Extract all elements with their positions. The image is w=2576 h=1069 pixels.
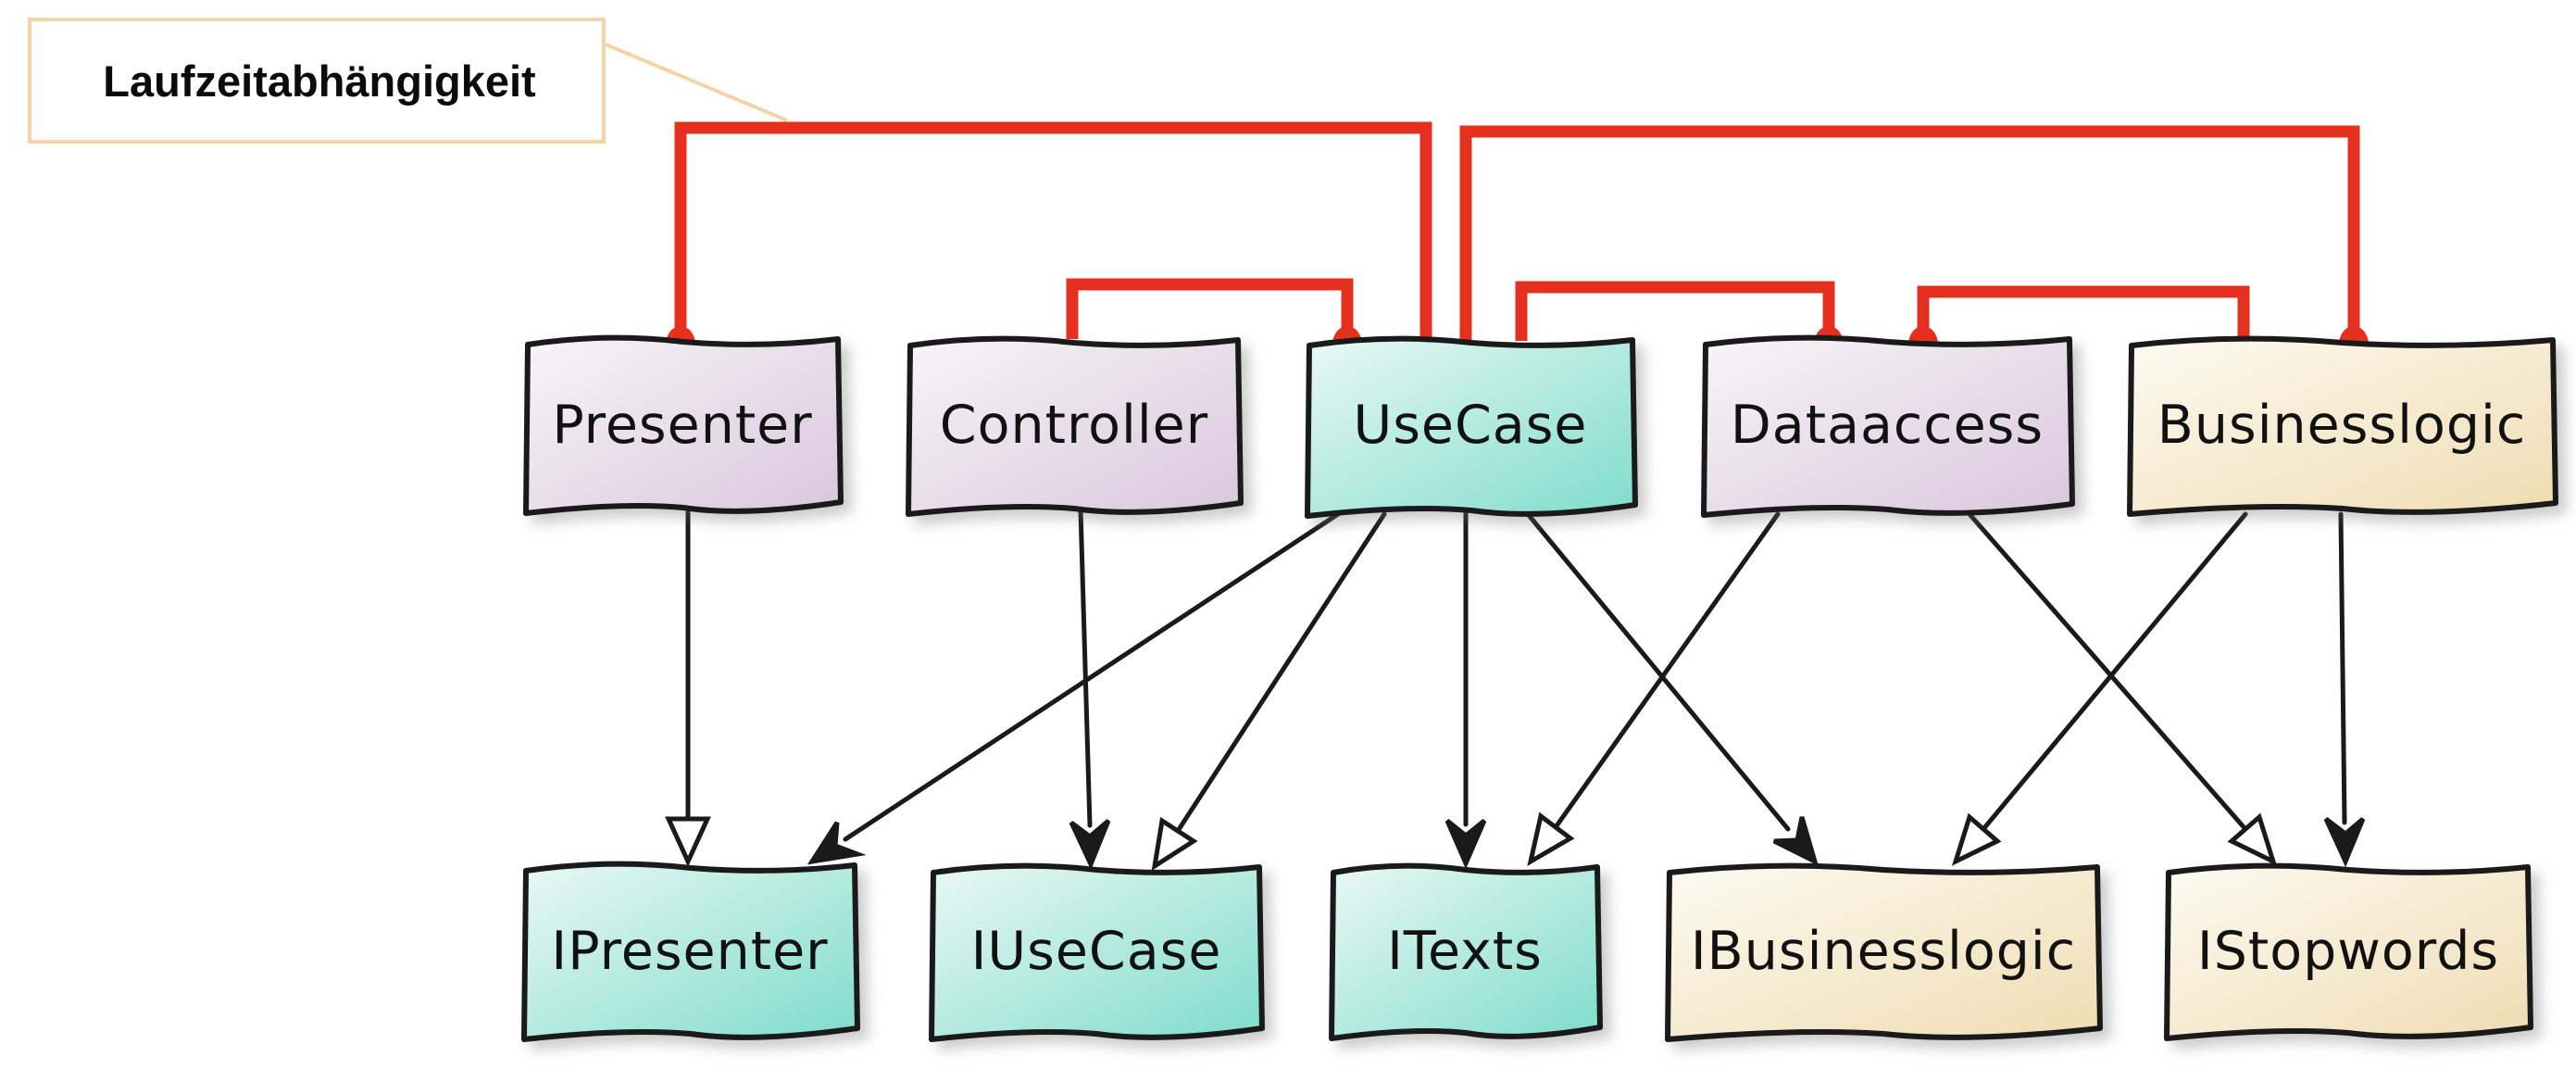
runtime-dependency-controller-usecase	[1066, 278, 1354, 339]
node-usecase: UseCase	[1305, 335, 1638, 519]
node-label: IStopwords	[2197, 921, 2499, 982]
node-ipresenter: IPresenter	[521, 861, 860, 1042]
arrow-controller-iusecase	[1069, 507, 1111, 871]
arrow-usecase-ipresenter	[807, 511, 1341, 865]
arrow-presenter-ipresenter	[665, 509, 711, 868]
arrow-dataaccess-istopwords	[1967, 511, 2278, 866]
arrow-usecase-itexts	[1444, 511, 1487, 870]
annotation-box	[28, 18, 606, 144]
node-dataaccess: Dataaccess	[1701, 334, 2075, 518]
hollow-arrowhead-icon	[1527, 811, 1575, 867]
node-label: Controller	[940, 395, 1208, 456]
runtime-dependency-usecase-businesslogic	[1459, 125, 2360, 341]
node-shape	[929, 862, 1265, 1042]
filled-arrowhead-icon	[807, 821, 867, 865]
node-label: IUseCase	[971, 921, 1222, 982]
node-itexts: ITexts	[1329, 862, 1603, 1041]
node-businesslogic: Businesslogic	[2127, 335, 2558, 517]
filled-arrowhead-icon	[1069, 819, 1111, 871]
runtime-dependency-usecase-dataaccess	[1515, 281, 1835, 341]
runtime-dependency-lines	[674, 121, 2360, 341]
arrow-businesslogic-ibusinesslogic	[1951, 511, 2248, 866]
arrow-usecase-iusecase	[1151, 511, 1387, 872]
hollow-arrowhead-icon	[665, 816, 711, 868]
nodes: Presenter Controller UseCase Dataaccess …	[521, 334, 2558, 1042]
hollow-arrowhead-icon	[1951, 812, 2002, 866]
node-istopwords: IStopwords	[2164, 862, 2533, 1041]
hollow-arrowhead-icon	[2227, 812, 2278, 866]
node-iusecase: IUseCase	[929, 862, 1265, 1042]
node-shape	[523, 334, 844, 516]
annotation-label: Laufzeitabhängigkeit	[103, 57, 536, 106]
node-shape	[1305, 335, 1638, 519]
hollow-arrowhead-icon	[1151, 816, 1198, 872]
node-controller: Controller	[906, 335, 1244, 517]
node-shape	[906, 335, 1244, 517]
annotation-connector-line	[605, 43, 788, 122]
node-label: Dataaccess	[1731, 395, 2044, 456]
arrow-businesslogic-istopwords	[2323, 511, 2366, 868]
node-shape	[1701, 334, 2075, 518]
implementation-arrows	[665, 507, 2366, 872]
arrow-dataaccess-itexts	[1527, 511, 1781, 867]
runtime-dependency-usecase-presenter	[674, 121, 1432, 341]
node-shape	[2127, 335, 2558, 517]
node-shape	[521, 861, 860, 1042]
node-shape	[1329, 862, 1603, 1041]
node-label: UseCase	[1354, 395, 1588, 456]
annotation-callout: Laufzeitabhängigkeit	[28, 18, 788, 144]
node-presenter: Presenter	[523, 334, 844, 516]
runtime-dependency-businesslogic-dataaccess	[1917, 285, 2250, 341]
filled-arrowhead-icon	[1772, 816, 1819, 866]
node-shape	[2164, 862, 2533, 1041]
node-label: Businesslogic	[2157, 395, 2526, 456]
node-ibusinesslogic: IBusinesslogic	[1665, 862, 2103, 1042]
filled-arrowhead-icon	[1444, 819, 1487, 870]
arrow-usecase-ibusinesslogic	[1525, 511, 1819, 866]
filled-arrowhead-icon	[2323, 817, 2366, 868]
node-label: IPresenter	[551, 921, 828, 982]
node-label: IBusinesslogic	[1691, 921, 2076, 982]
node-shape	[1665, 862, 2103, 1042]
node-label: Presenter	[552, 395, 812, 456]
node-label: ITexts	[1387, 921, 1543, 982]
